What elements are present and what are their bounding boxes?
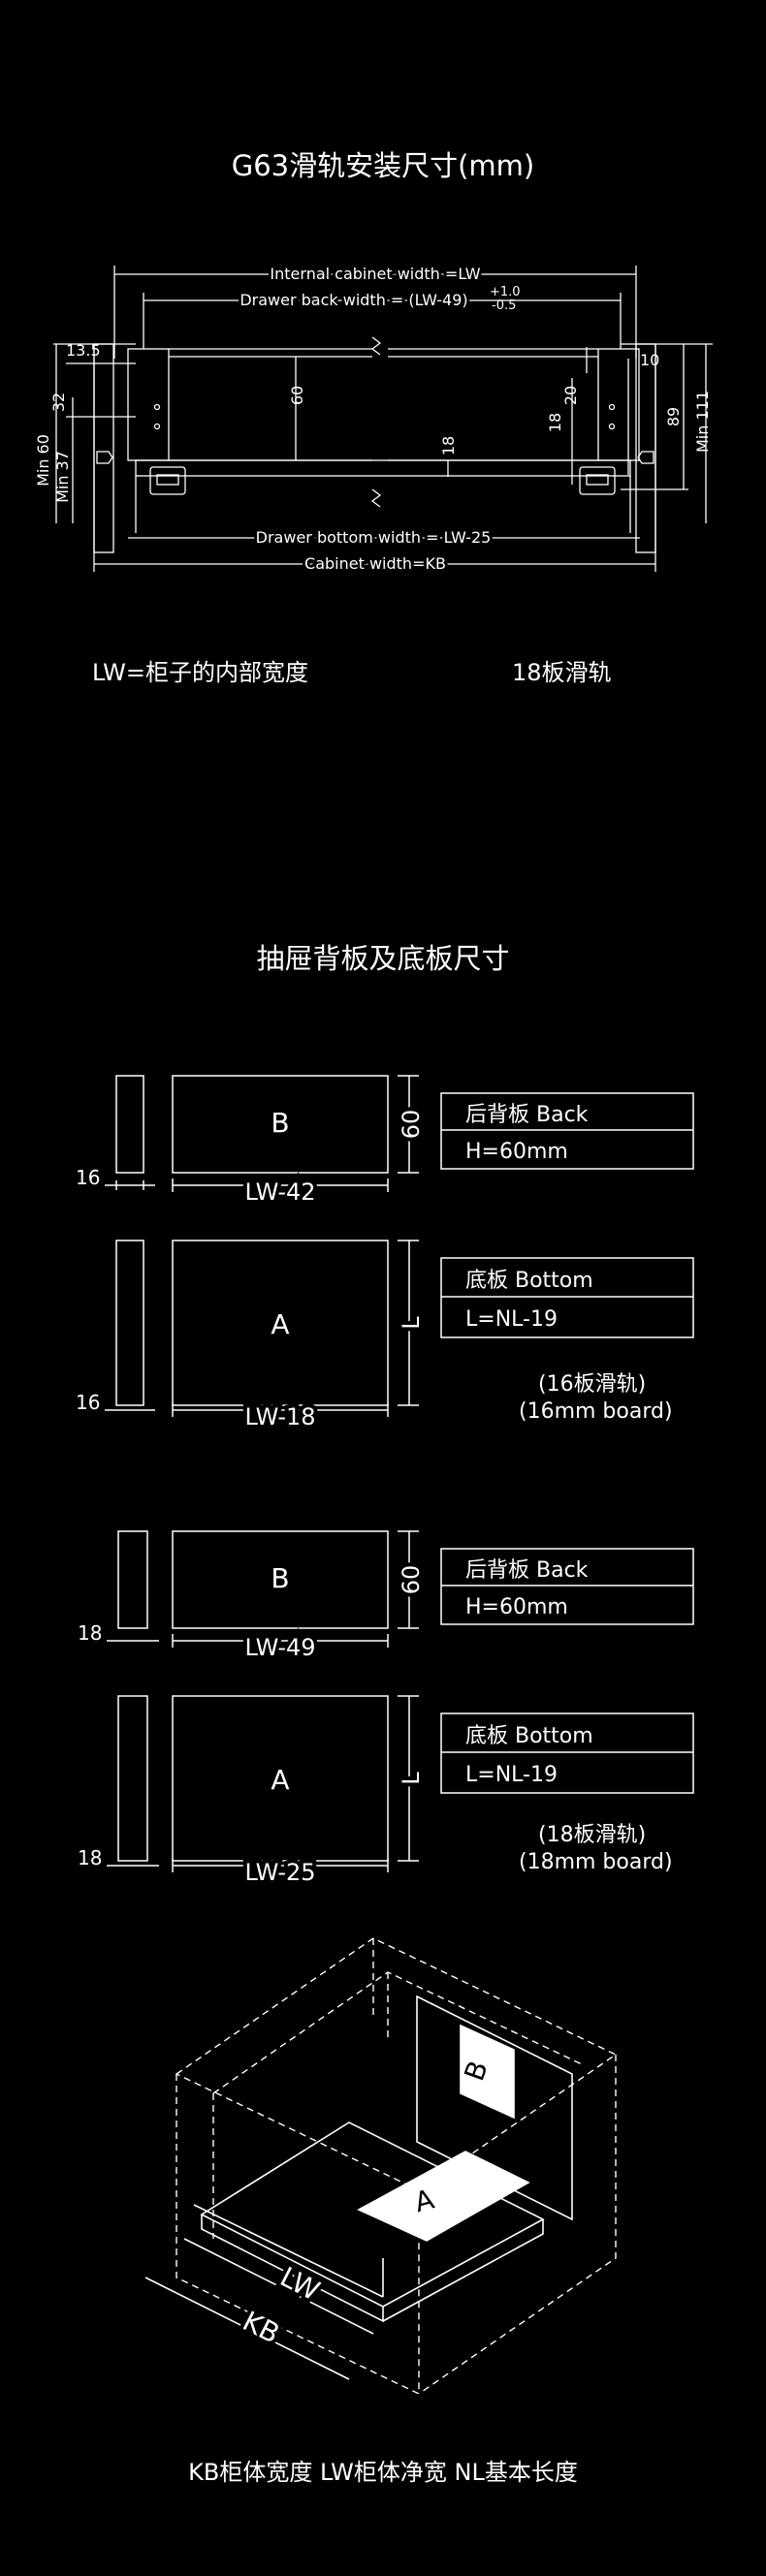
drawer-bottom <box>135 459 631 477</box>
dim-10: 10 <box>640 351 659 369</box>
note-board: 18板滑轨 <box>512 659 612 686</box>
bottom-edge-view <box>115 1240 144 1406</box>
caption-16-en: (16mm board) <box>519 1399 673 1424</box>
bottom-spec-label: 底板 Bottom <box>465 1269 593 1293</box>
panels-18mm: 18 B LW-49 60 后背板 Back H=60mm 18 A LW-25… <box>78 1530 694 1890</box>
back-height: 60 <box>398 1565 425 1595</box>
back-spec-label: 后背板 Back <box>465 1103 589 1127</box>
back-panel-b <box>172 1075 389 1174</box>
back-edge-view <box>115 1075 144 1174</box>
kb-dim-line <box>144 2277 350 2380</box>
bottom-spec-box <box>440 1257 694 1338</box>
installation-diagram: Internal cabinet width =LW Drawer back w… <box>34 262 713 576</box>
dim-60: 60 <box>288 386 306 405</box>
dim-min-60: Min 60 <box>34 434 52 487</box>
dim-18-right: 18 <box>546 413 564 432</box>
caption-16-cn: (16板滑轨) <box>538 1372 646 1397</box>
back-spec-box <box>440 1092 694 1170</box>
bottom-width-label: Drawer bottom width = LW-25 <box>256 528 492 547</box>
bottom-width: LW-18 <box>244 1403 315 1430</box>
panel-a-label: A <box>271 1308 289 1340</box>
iso-b-tag <box>460 2024 515 2120</box>
left-screw-icon <box>96 451 113 464</box>
tolerance-minus: -0.5 <box>492 298 516 313</box>
break-mark-top <box>370 336 382 356</box>
panel-b-label: B <box>271 1562 289 1594</box>
panel-b-label: B <box>271 1107 289 1139</box>
bottom-thickness: 16 <box>76 1391 100 1414</box>
back-spec-value: H=60mm <box>465 1595 568 1619</box>
dim-13-5: 13.5 <box>66 341 101 360</box>
bottom-width: LW-25 <box>244 1859 315 1886</box>
bottom-length: L <box>398 1772 425 1785</box>
dim-32: 32 <box>49 393 68 412</box>
bottom-panel-a <box>172 1240 389 1406</box>
dim-20: 20 <box>561 386 580 405</box>
bottom-spec-value: L=NL-19 <box>465 1763 558 1787</box>
internal-width-label: Internal cabinet width =LW <box>270 265 480 283</box>
bottom-spec-label: 底板 Bottom <box>465 1724 593 1748</box>
note-lw: LW=柜子的内部宽度 <box>92 659 309 686</box>
panels-16mm: 16 B LW-42 60 后背板 Back H=60mm 16 A LW-18… <box>76 1075 694 1434</box>
dim-89: 89 <box>664 407 683 426</box>
bottom-spec-box <box>440 1712 694 1794</box>
dim-min-37: Min 37 <box>53 451 72 503</box>
dim-18-center: 18 <box>439 436 458 456</box>
section2-title: 抽屉背板及底板尺寸 <box>256 942 510 975</box>
bottom-spec-value: L=NL-19 <box>465 1307 558 1332</box>
caption-18-cn: (18板滑轨) <box>538 1823 646 1847</box>
back-spec-box <box>440 1548 694 1625</box>
bottom-edge-view <box>117 1695 148 1862</box>
left-rail <box>149 466 186 495</box>
back-edge-view <box>117 1530 148 1629</box>
back-width: LW-42 <box>244 1178 315 1206</box>
section1-title: G63滑轨安装尺寸(mm) <box>231 149 535 182</box>
left-drawer-side <box>127 348 170 461</box>
iso-back-panel <box>416 1995 573 2221</box>
bottom-length: L <box>398 1316 425 1330</box>
cabinet-outline-dashed <box>175 1937 618 2394</box>
back-spec-value: H=60mm <box>465 1140 568 1164</box>
lw-dim-line <box>183 2238 374 2335</box>
back-width-label: Drawer back width = (LW-49) <box>239 291 467 309</box>
tolerance-plus: +1.0 <box>490 285 521 299</box>
left-cabinet-wall <box>93 343 114 553</box>
bottom-panel-a <box>172 1695 389 1862</box>
back-thickness: 16 <box>76 1166 100 1189</box>
right-screw-icon <box>637 451 654 464</box>
iso-label-lw: LW <box>275 2261 325 2308</box>
back-thickness: 18 <box>78 1621 102 1645</box>
right-drawer-side <box>597 348 640 461</box>
caption-18-en: (18mm board) <box>519 1850 673 1874</box>
panel-a-label: A <box>271 1764 289 1796</box>
back-spec-label: 后背板 Back <box>465 1558 589 1583</box>
cabinet-width-label: Cabinet width=KB <box>304 554 446 573</box>
bottom-legend: KB柜体宽度 LW柜体净宽 NL基本长度 <box>188 2459 578 2486</box>
right-rail <box>579 466 616 495</box>
break-mark-bottom <box>370 488 382 508</box>
back-height: 60 <box>398 1110 425 1140</box>
back-panel-b <box>172 1530 389 1629</box>
back-width: LW-49 <box>244 1634 315 1661</box>
dim-min-111: Min 111 <box>693 391 712 453</box>
bottom-thickness: 18 <box>78 1846 102 1869</box>
iso-a-tag <box>357 2151 530 2242</box>
isometric-cabinet-drawing: B A LW KB <box>144 1937 618 2394</box>
